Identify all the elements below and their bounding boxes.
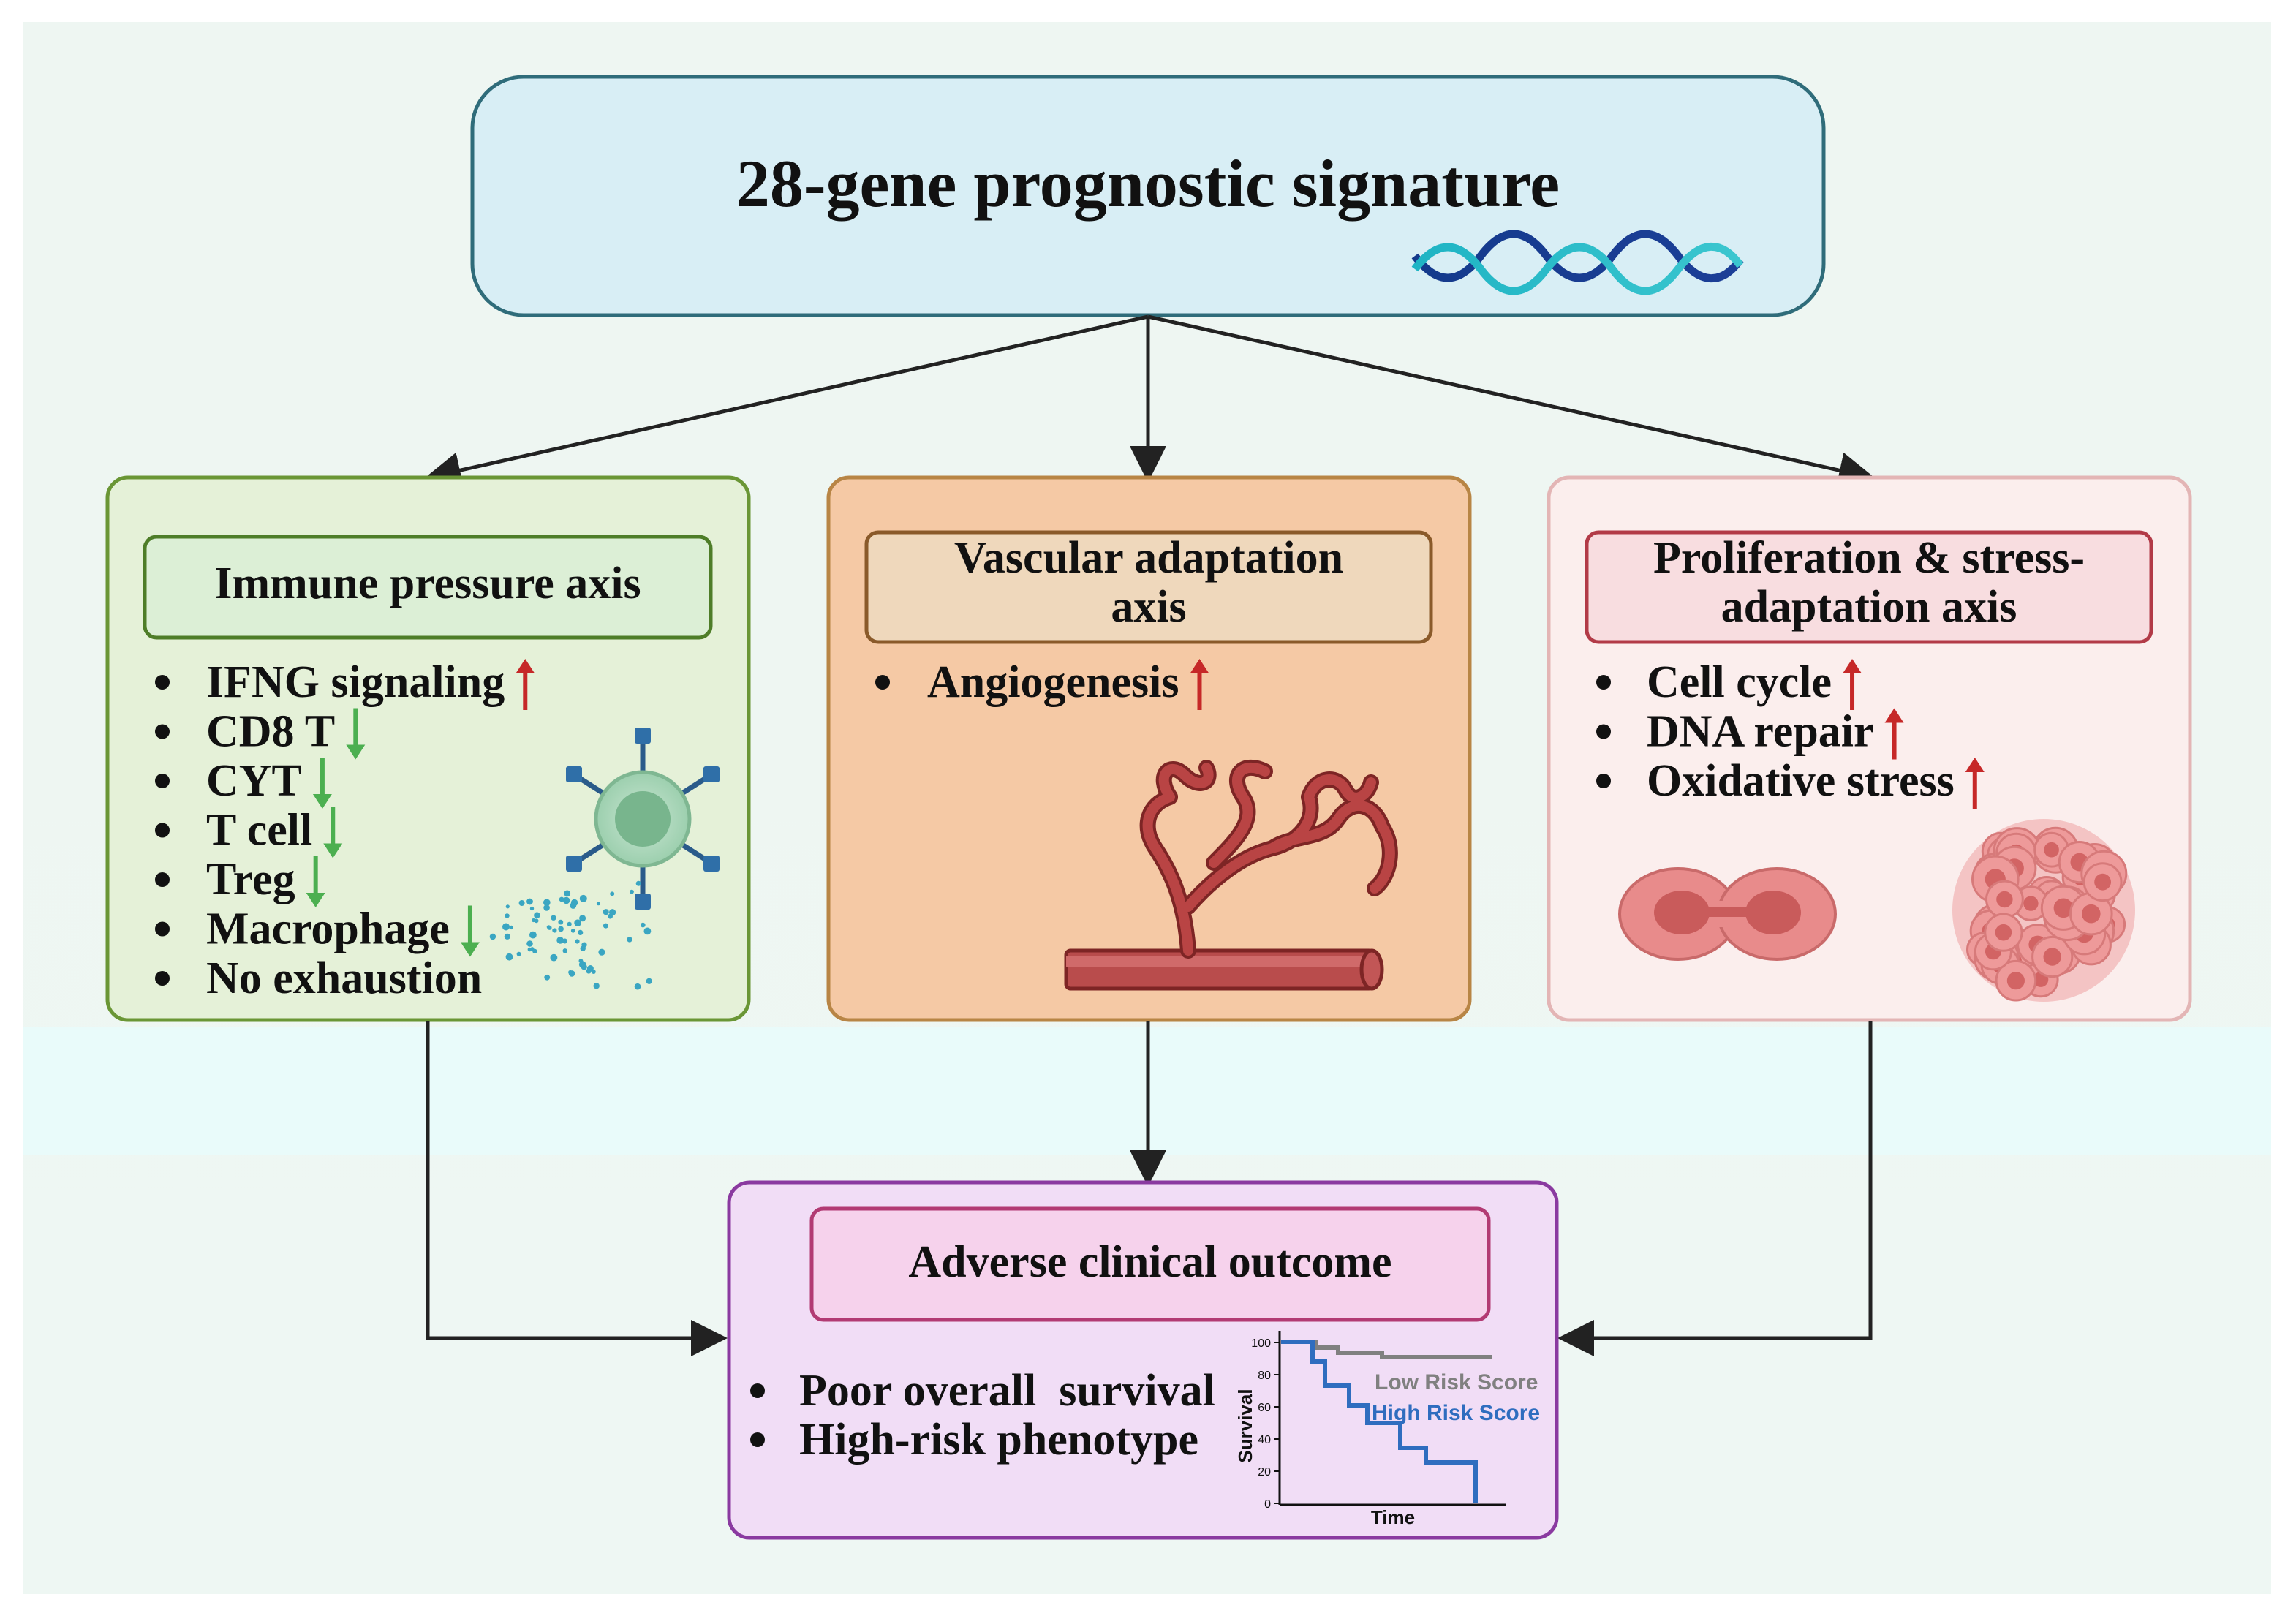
- up-arrow-icon: [1190, 659, 1209, 710]
- list-item: DNA repair: [1596, 707, 1904, 760]
- outcome-item-label: High-risk phenotype: [799, 1415, 1198, 1465]
- plot-x-label: Time: [1371, 1506, 1415, 1528]
- bullet: [155, 971, 170, 986]
- list-item-label: Macrophage: [206, 904, 450, 954]
- list-item: Angiogenesis: [875, 657, 1209, 710]
- list-item-label: IFNG signaling: [206, 657, 505, 707]
- list-item-label: Cell cycle: [1647, 657, 1832, 707]
- arrows-top: [424, 314, 1876, 488]
- down-arrow-icon: [460, 905, 480, 957]
- vascular-title-line2: axis: [1111, 582, 1186, 632]
- up-arrow-icon: [1884, 708, 1904, 760]
- immune-title: Immune pressure axis: [214, 559, 641, 608]
- list-item-label: DNA repair: [1647, 707, 1874, 757]
- signature-box: 28-gene prognostic signature: [470, 75, 1826, 317]
- down-arrow-icon: [306, 856, 325, 907]
- list-item-label: T cell: [206, 806, 312, 856]
- list-item: Macrophage: [155, 904, 480, 957]
- y-tick-label: 60: [1258, 1402, 1271, 1414]
- low-risk-curve: [1281, 1340, 1492, 1359]
- bullet: [1596, 675, 1611, 690]
- dividing-cell-icon: [1618, 867, 1837, 961]
- tumor-cluster-icon: [1952, 819, 2135, 1002]
- y-tick-label: 40: [1258, 1434, 1271, 1446]
- list-item-label: CD8 T: [206, 707, 335, 757]
- proliferation-panel: Proliferation & stress- adaptation axis …: [1547, 475, 2192, 1022]
- bullet: [875, 675, 890, 690]
- y-tick-label: 20: [1258, 1466, 1271, 1478]
- list-item: IFNG signaling: [155, 657, 535, 710]
- up-arrow-icon: [1965, 758, 1985, 809]
- list-item: Cell cycle: [1596, 657, 1862, 710]
- survival-plot: 0 20 40 60 80 100 Survival Time Low Risk Scor…: [1234, 1331, 1540, 1528]
- list-item-label: Treg: [206, 855, 295, 904]
- high-risk-curve: [1281, 1340, 1478, 1503]
- outcome-title: Adverse clinical outcome: [908, 1237, 1391, 1287]
- plot-y-ticks: 0 20 40 60 80 100: [1251, 1337, 1280, 1511]
- vascular-title-line1: Vascular adaptation: [954, 533, 1343, 583]
- list-item-label: Oxidative stress: [1647, 756, 1955, 806]
- y-tick-label: 100: [1251, 1337, 1271, 1350]
- arrow-to-proliferation: [1147, 314, 1876, 488]
- outcome-panel: Adverse clinical outcome Poor overall su…: [727, 1180, 1559, 1540]
- y-tick-label: 0: [1264, 1498, 1271, 1511]
- bullet: [155, 921, 170, 937]
- list-item: CD8 T: [155, 707, 366, 760]
- arrow-proliferation-to-outcome: [1557, 1021, 1873, 1356]
- up-arrow-icon: [516, 659, 535, 710]
- blood-vessel-icon: [1064, 760, 1398, 991]
- bullet: [1596, 724, 1611, 739]
- plot-y-label: Survival: [1234, 1389, 1256, 1462]
- list-item-label: CYT: [206, 756, 302, 806]
- proliferation-title-line1: Proliferation & stress-: [1653, 533, 2085, 583]
- vascular-panel: Vascular adaptation axis Angiogenesis: [826, 475, 1472, 1022]
- list-item-label: Angiogenesis: [927, 657, 1179, 707]
- signature-title: 28-gene prognostic signature: [736, 146, 1560, 221]
- bullet: [155, 774, 170, 788]
- arrows-bottom: [426, 1021, 1873, 1356]
- outcome-item: High-risk phenotype: [750, 1415, 1198, 1465]
- bullet: [155, 724, 170, 739]
- outcome-item-label: Poor overall survival: [799, 1366, 1215, 1416]
- immune-cell-icon: [489, 728, 720, 990]
- legend-low-risk: Low Risk Score: [1375, 1370, 1538, 1394]
- down-arrow-icon: [323, 807, 343, 858]
- list-item: Treg: [155, 855, 325, 907]
- list-item-label: No exhaustion: [206, 953, 482, 1003]
- down-arrow-icon: [346, 708, 366, 760]
- legend-high-risk: High Risk Score: [1372, 1401, 1540, 1425]
- down-arrow-icon: [312, 758, 332, 809]
- y-tick-label: 80: [1258, 1370, 1271, 1382]
- cytokine-dots: [489, 880, 652, 990]
- arrow-to-immune: [424, 314, 1149, 488]
- proliferation-title-line2: adaptation axis: [1721, 582, 2017, 632]
- bullet: [1596, 774, 1611, 788]
- list-item: CYT: [155, 756, 332, 809]
- arrow-immune-to-outcome: [426, 1021, 728, 1356]
- list-item: Oxidative stress: [1596, 756, 1985, 809]
- list-item: No exhaustion: [155, 953, 482, 1003]
- bullet: [155, 675, 170, 690]
- dna-icon: [1411, 230, 1744, 295]
- vascular-list: Angiogenesis: [875, 657, 1209, 710]
- bullet: [155, 823, 170, 838]
- list-item: T cell: [155, 806, 343, 858]
- outcome-item: Poor overall survival: [750, 1366, 1215, 1416]
- bullet: [155, 872, 170, 887]
- up-arrow-icon: [1843, 659, 1862, 710]
